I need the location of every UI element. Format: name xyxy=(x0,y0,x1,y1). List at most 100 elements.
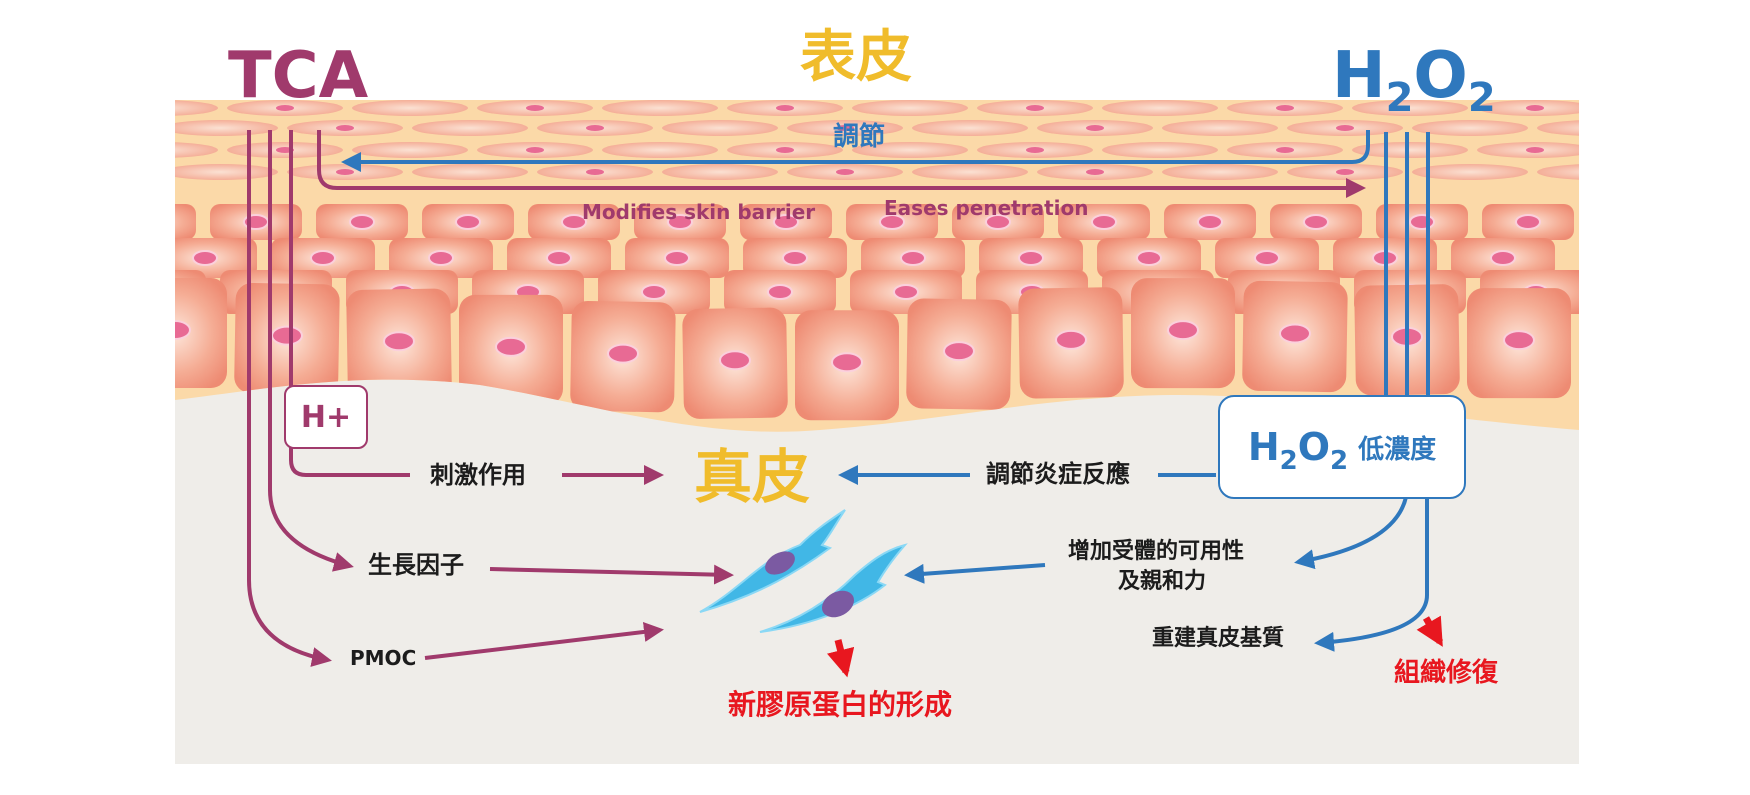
h2o2-sub-2: 2 xyxy=(1467,75,1496,121)
flat-cell-nucleus xyxy=(336,125,354,131)
spinous-cell-nucleus xyxy=(1091,214,1117,230)
rebuild-matrix-label: 重建真皮基質 xyxy=(1152,626,1285,651)
flat-cell xyxy=(852,100,968,116)
low-conc-formula: H2O2 xyxy=(1248,425,1348,476)
flat-cell xyxy=(412,164,528,180)
spinous-cell-nucleus xyxy=(138,285,162,299)
basal-cell-nucleus xyxy=(831,352,863,373)
spinous-cell-nucleus xyxy=(192,250,218,266)
stimulation-label: 刺激作用 xyxy=(430,461,526,489)
low-conc-text: 低濃度 xyxy=(1358,434,1437,465)
hplus-label: H+ xyxy=(300,399,352,435)
flat-cell-nucleus xyxy=(1586,169,1604,175)
spinous-cell-nucleus xyxy=(310,250,336,266)
tca-pathways xyxy=(247,130,1366,667)
result-arrows xyxy=(826,615,1444,678)
anti-inflammation-label: 調節炎症反應 xyxy=(986,460,1130,488)
flat-cell-nucleus xyxy=(336,169,354,175)
epidermis-layer xyxy=(138,100,1604,432)
flat-cell-nucleus xyxy=(836,169,854,175)
new-collagen-label: 新膠原蛋白的形成 xyxy=(728,688,953,721)
flat-cell xyxy=(602,142,718,158)
spinous-cell-nucleus xyxy=(667,214,693,230)
spinous-cell-nucleus xyxy=(138,215,162,229)
flat-cell-nucleus xyxy=(836,125,854,131)
spinous-cell-nucleus xyxy=(782,250,808,266)
repair-arrow xyxy=(1416,615,1444,647)
stratum-basale-cells xyxy=(175,278,1571,421)
spinous-cell-nucleus xyxy=(900,250,926,266)
flat-cell xyxy=(175,100,218,116)
dermis-title: 真皮 xyxy=(694,443,811,511)
flat-cell xyxy=(1102,100,1218,116)
basal-cell-nucleus xyxy=(1503,330,1535,351)
tca-pmoc-curve xyxy=(247,130,332,667)
low-conc-o: O xyxy=(1297,425,1331,469)
h2o2-receptor-curve xyxy=(1294,496,1408,570)
flat-cell-nucleus xyxy=(1526,147,1544,153)
flat-cell xyxy=(352,142,468,158)
tca-stim-line-a xyxy=(289,130,410,477)
flat-cell xyxy=(175,120,278,136)
spinous-cell-nucleus xyxy=(1197,214,1223,230)
spinous-cell-nucleus xyxy=(428,250,454,266)
spinous-cell-nucleus xyxy=(455,214,481,230)
spinous-cell-nucleus xyxy=(1136,250,1162,266)
spinous-cell-nucleus xyxy=(1409,214,1435,230)
basal-cell-nucleus xyxy=(271,325,303,346)
h2o2-o: O xyxy=(1413,39,1468,113)
flat-cell xyxy=(352,100,468,116)
tca-gf-curve xyxy=(268,130,354,572)
h2o2-adjust-arrow xyxy=(341,130,1370,172)
flat-cell xyxy=(412,120,528,136)
fibroblast-cells xyxy=(699,509,908,633)
basal-cell-nucleus xyxy=(1279,323,1311,344)
epidermis-title: 表皮 xyxy=(800,25,912,90)
h2o2-rebuild-curve xyxy=(1314,497,1429,652)
flat-cell xyxy=(175,142,218,158)
spinous-cell-nucleus xyxy=(879,214,905,230)
basal-cell-nucleus xyxy=(383,331,415,352)
flat-cell-nucleus xyxy=(1086,169,1104,175)
low-conc-sub-2: 2 xyxy=(1330,446,1349,476)
low-conc-sub-1: 2 xyxy=(1279,446,1298,476)
flat-cell xyxy=(175,164,278,180)
flat-cell-nucleus xyxy=(586,125,604,131)
tca-pmoc-arrow xyxy=(424,621,664,660)
spinous-cell-nucleus xyxy=(1254,250,1280,266)
adjust-label: 調節 xyxy=(833,122,886,152)
flat-cell xyxy=(912,164,1028,180)
h2o2-h: H xyxy=(1332,39,1386,113)
receptor-label-line-2: 及親和力 xyxy=(1118,569,1207,594)
flat-cell xyxy=(852,142,968,158)
h2o2-title: H2O2 xyxy=(1332,44,1496,118)
flat-cell xyxy=(1352,100,1468,116)
basal-cell-nucleus xyxy=(607,343,639,364)
flat-cell xyxy=(1537,120,1579,136)
flat-cell-nucleus xyxy=(1336,125,1354,131)
flat-cell xyxy=(1352,142,1468,158)
flat-cell xyxy=(1412,120,1528,136)
fibroblast-1-nucleus xyxy=(765,551,795,575)
flat-cell-nucleus xyxy=(1276,105,1294,111)
low-concentration-box: H2O2 低濃度 xyxy=(1218,395,1466,499)
spinous-cell-nucleus xyxy=(893,284,919,300)
flat-cell xyxy=(1162,164,1278,180)
h2o2-receptor-arrow xyxy=(904,563,1046,584)
spinous-cell-nucleus xyxy=(641,284,667,300)
basal-cell-nucleus xyxy=(175,320,191,340)
flat-cell xyxy=(1412,164,1528,180)
spinous-cell-nucleus xyxy=(349,214,375,230)
h2o2-pathways xyxy=(341,130,1430,652)
flat-cell xyxy=(912,120,1028,136)
tca-penetration-arrow xyxy=(317,130,1366,198)
flat-cell-nucleus xyxy=(1026,147,1044,153)
spinous-cell-nucleus xyxy=(546,250,572,266)
spinous-cell-nucleus xyxy=(767,284,793,300)
flat-cell-nucleus xyxy=(776,105,794,111)
flat-cell-nucleus xyxy=(1086,125,1104,131)
basal-cell xyxy=(175,278,227,388)
flat-cell-nucleus xyxy=(1586,125,1604,131)
fibroblast-2-nucleus xyxy=(821,590,855,618)
